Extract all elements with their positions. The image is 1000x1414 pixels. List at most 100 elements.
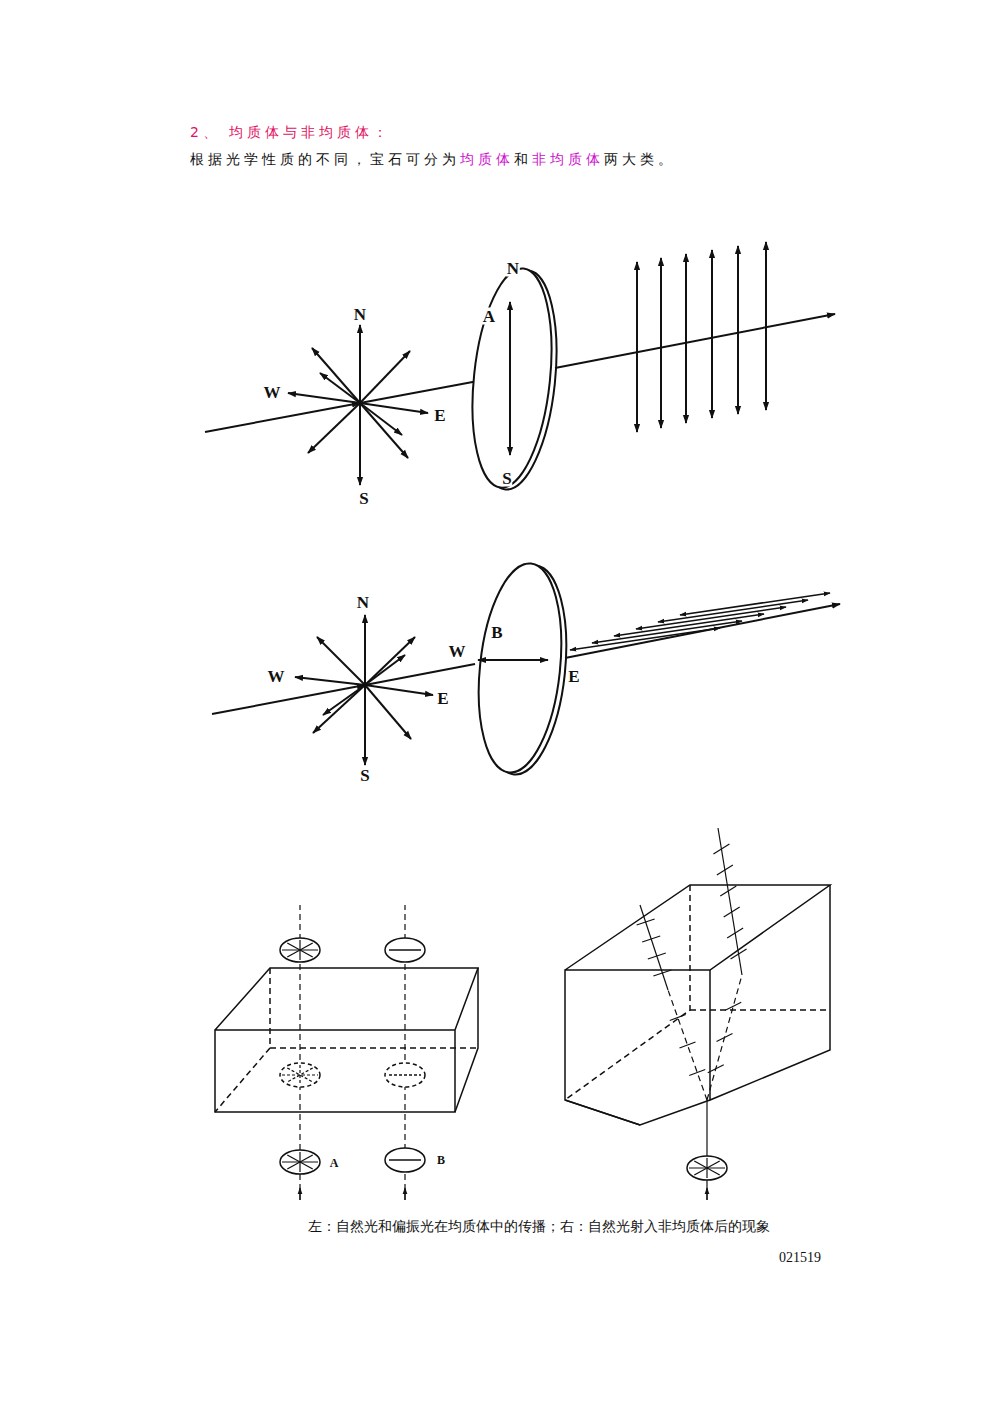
paragraph-text: 根据光学性质的不同，宝石可分为	[190, 151, 460, 167]
vibration-tick	[642, 936, 660, 942]
highlight-term: 均质体	[460, 151, 514, 167]
direction-label: B	[490, 624, 503, 641]
vibration-arrow	[359, 325, 361, 403]
crystal-block	[710, 885, 830, 1100]
direction-label: W	[267, 668, 286, 685]
direction-label: N	[353, 306, 367, 323]
vibration-direction	[287, 943, 312, 957]
figure-caption: 左：自然光和偏振光在均质体中的传播；右：自然光射入非均质体后的现象	[308, 1218, 770, 1236]
vibration-arrow	[360, 351, 410, 403]
vibration-arrow	[313, 685, 365, 733]
vibration-plane	[385, 938, 425, 962]
vibration-tick	[717, 865, 733, 875]
vibration-arrow	[308, 403, 360, 453]
vibration-tick	[731, 949, 747, 959]
polarized-vibration	[765, 242, 767, 410]
vibration-tick	[725, 1002, 741, 1010]
direction-label: W	[263, 384, 282, 401]
vibration-arrow	[365, 655, 405, 685]
ordinary-ray	[640, 905, 668, 990]
polarizer-disc	[463, 265, 562, 492]
crystal-block	[565, 1100, 640, 1125]
vibration-arrow	[360, 403, 408, 458]
polarized-vibration	[737, 246, 739, 414]
vibration-tick	[708, 1065, 724, 1073]
polarized-vibration	[711, 250, 713, 418]
polarized-vibration	[685, 254, 687, 423]
vibration-arrow	[364, 685, 366, 765]
hidden-edge	[565, 885, 690, 1100]
direction-label: W	[448, 643, 467, 660]
vibration-arrow	[509, 385, 511, 455]
vibration-arrow	[365, 685, 411, 739]
vibration-tick	[724, 907, 740, 917]
figure-code: 021519	[779, 1250, 821, 1266]
vibration-direction	[287, 1068, 312, 1082]
ordinary-ray	[668, 990, 707, 1100]
hidden-edge	[690, 1009, 830, 1011]
vibration-arrow	[312, 348, 360, 403]
extraordinary-ray	[718, 828, 742, 975]
vibration-direction	[299, 1065, 300, 1085]
crystal-block	[455, 968, 478, 1112]
incident-ray	[365, 664, 475, 685]
vibration-tick	[648, 953, 666, 959]
vibration-plane	[280, 938, 320, 962]
vibration-arrow	[320, 373, 360, 403]
direction-label: E	[433, 407, 446, 424]
vibration-plane	[280, 1063, 320, 1087]
vibration-tick	[680, 1042, 696, 1048]
vibration-arrow	[365, 637, 415, 685]
vibration-arrow	[360, 403, 402, 435]
vibration-plane	[280, 1150, 320, 1174]
direction-label: S	[501, 470, 512, 487]
vibration-tick	[670, 1015, 686, 1021]
vibration-arrow	[323, 685, 365, 715]
direction-label: E	[436, 690, 449, 707]
vibration-arrow	[359, 403, 361, 485]
vibration-arrow	[509, 302, 511, 385]
vibration-plane	[385, 1148, 425, 1172]
crystal-block	[215, 968, 478, 1112]
vibration-direction	[287, 1155, 312, 1169]
polarized-vibration	[680, 593, 830, 615]
vibration-tick	[689, 1070, 705, 1076]
polarized-ray	[555, 314, 835, 368]
intro-paragraph: 根据光学性质的不同，宝石可分为均质体和非均质体两大类。	[190, 151, 676, 169]
vibration-arrow	[317, 637, 365, 685]
vibration-tick	[653, 970, 671, 976]
vibration-tick	[637, 919, 655, 925]
vibration-plane	[687, 1156, 727, 1180]
vibration-arrow	[364, 615, 366, 685]
vibration-tick	[720, 886, 736, 896]
vibration-plane	[385, 1063, 425, 1087]
highlight-term: 非均质体	[532, 151, 604, 167]
vibration-direction	[389, 949, 421, 951]
vibration-direction	[389, 1159, 421, 1161]
polarizer-disc	[469, 559, 571, 776]
direction-label: S	[359, 767, 370, 784]
incident-ray	[212, 685, 365, 714]
hidden-edge	[215, 1048, 270, 1112]
vibration-tick	[717, 1034, 733, 1042]
polarized-vibration	[658, 600, 808, 622]
paragraph-text: 和	[514, 151, 532, 167]
vibration-tick	[713, 844, 729, 854]
direction-label: E	[567, 668, 580, 685]
vibration-arrow	[295, 677, 365, 685]
polarized-vibration	[636, 262, 638, 432]
direction-label: N	[356, 594, 370, 611]
extraordinary-ray	[707, 975, 742, 1100]
direction-label: A	[329, 1157, 340, 1169]
vibration-direction	[694, 1161, 719, 1175]
light-ray	[706, 1100, 707, 1200]
crystal-block	[565, 885, 830, 1125]
incident-ray	[205, 403, 360, 432]
direction-label: N	[506, 260, 520, 277]
vibration-arrow	[365, 685, 433, 695]
hidden-edge	[270, 968, 478, 1048]
vibration-tick	[727, 928, 743, 938]
section-heading: 2、 均质体与非均质体：	[190, 124, 391, 142]
